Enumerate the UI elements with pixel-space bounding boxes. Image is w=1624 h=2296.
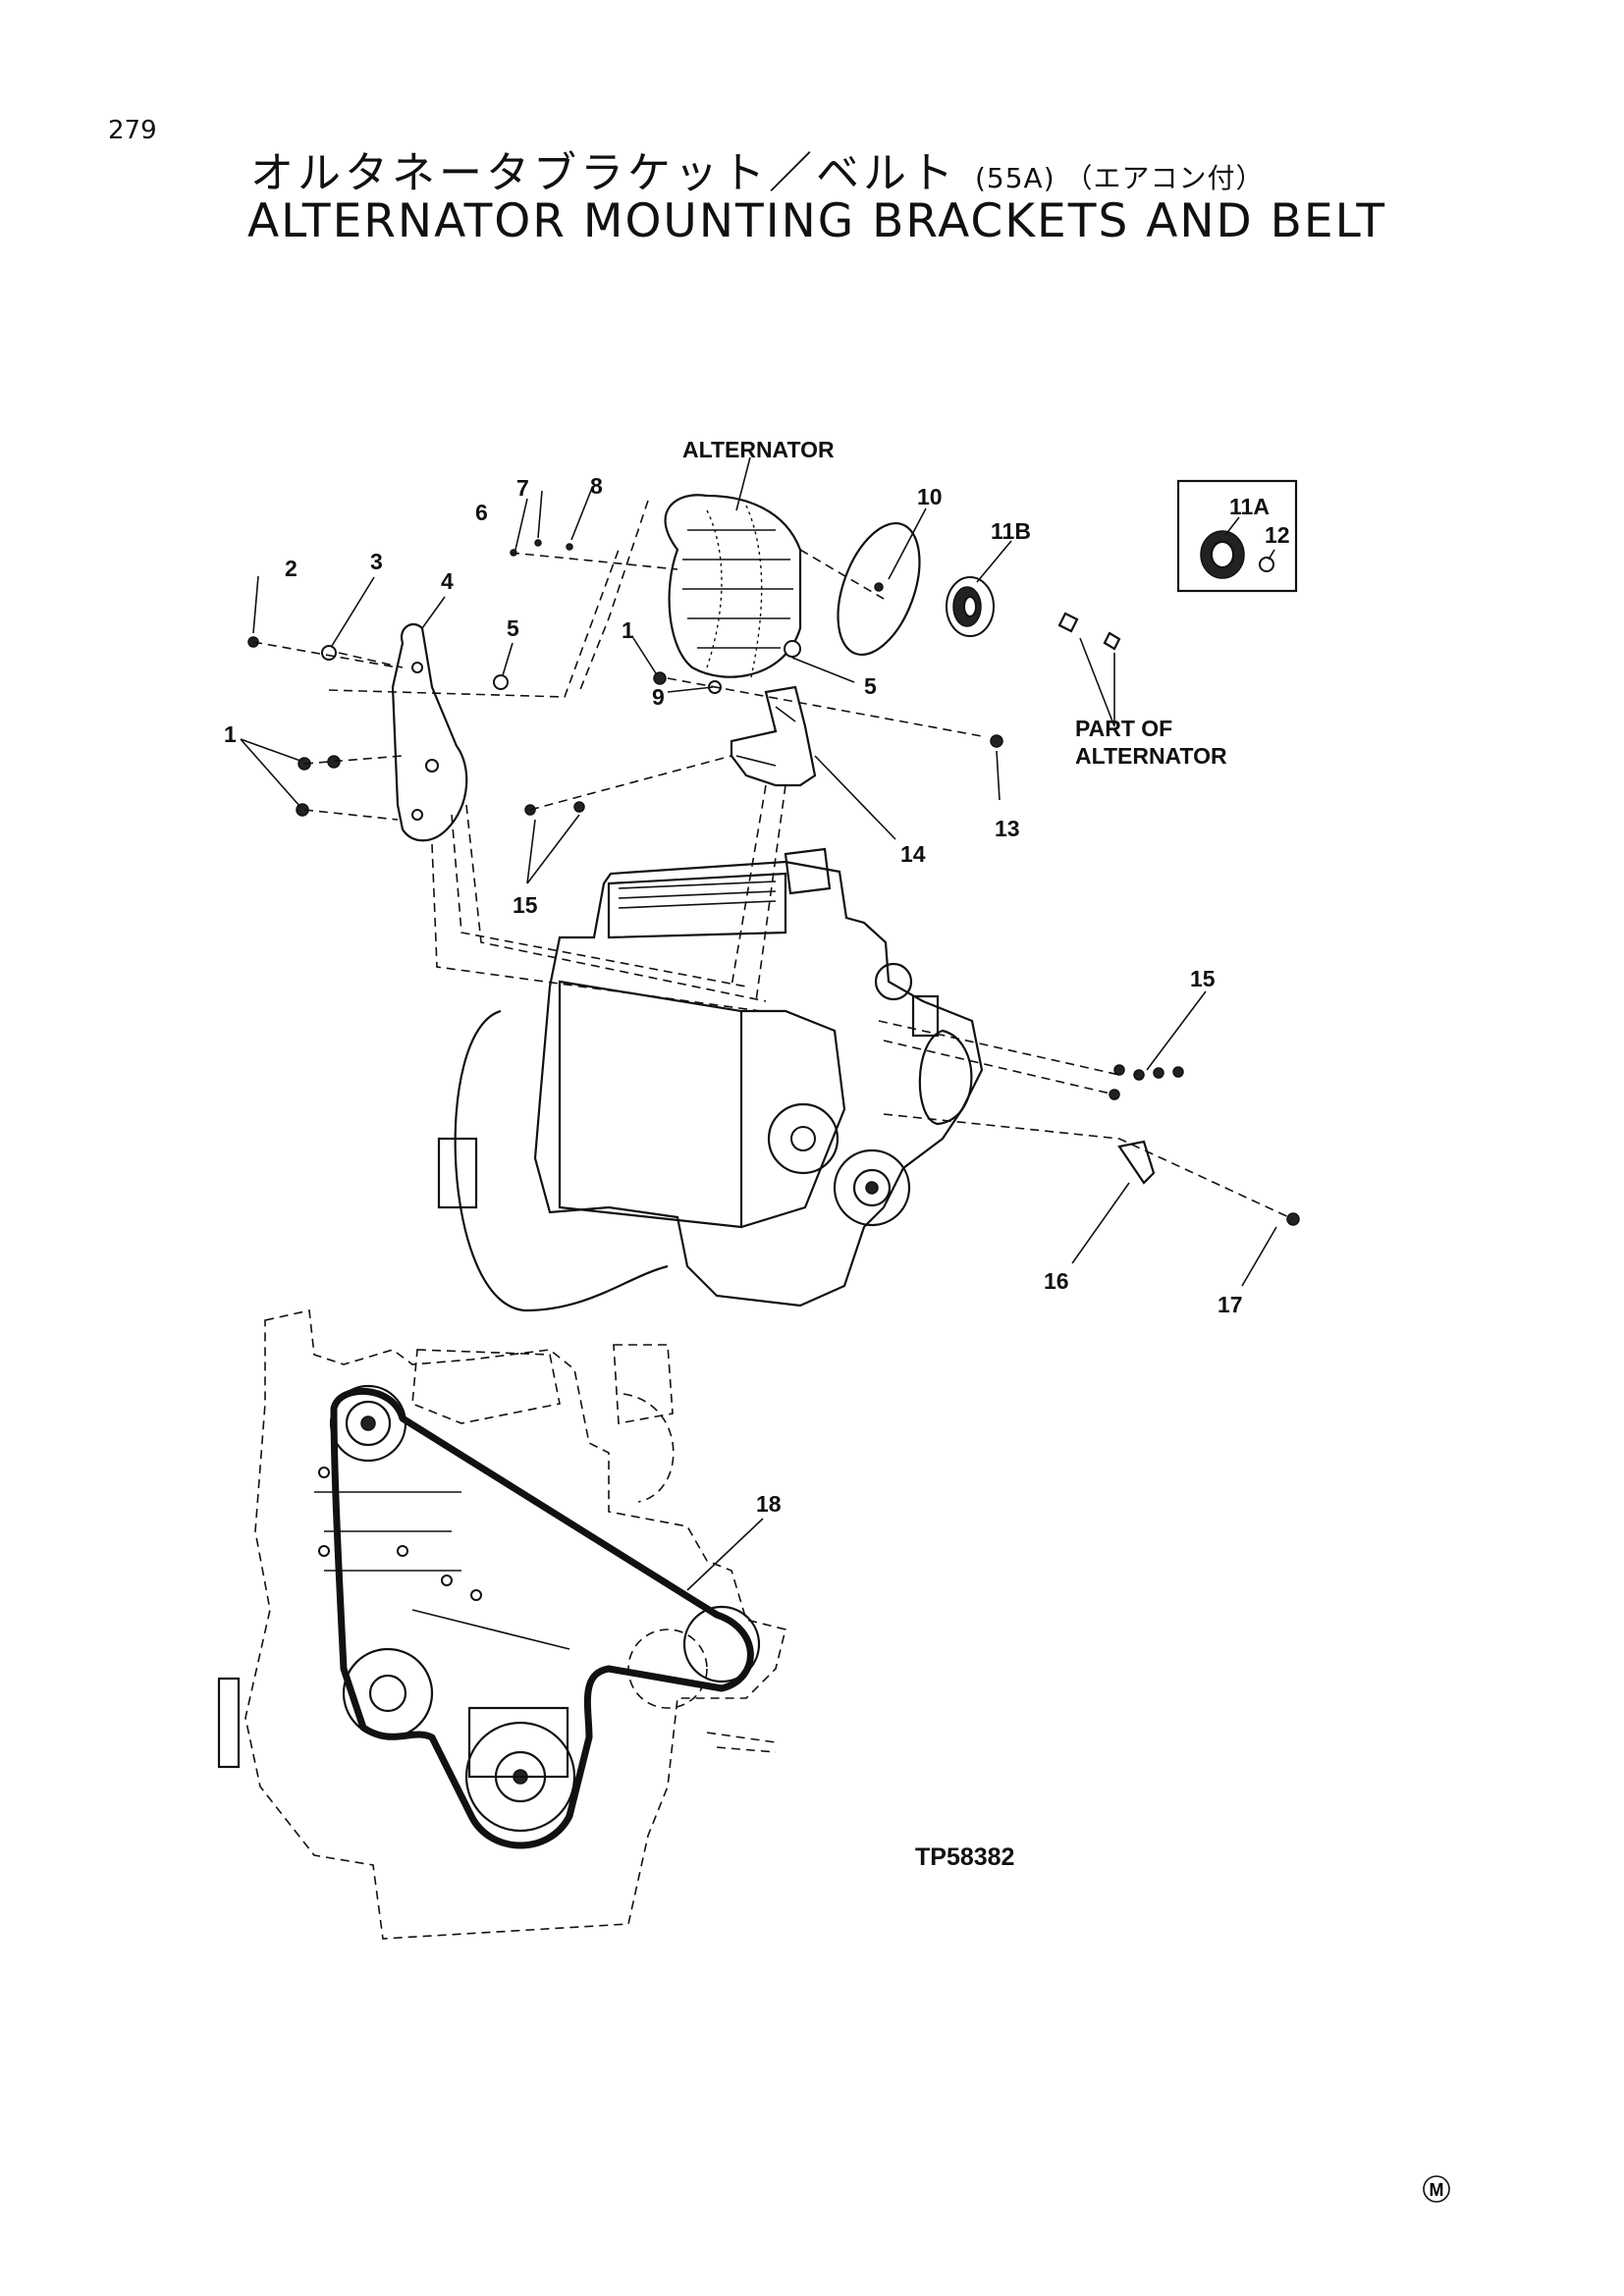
pulley-inset-box <box>1176 479 1298 593</box>
callout-15a: 15 <box>513 892 538 918</box>
bracket-14 <box>730 685 817 787</box>
pulley-11b <box>946 576 995 637</box>
fan-disc <box>837 521 921 657</box>
engine-outlet <box>874 962 913 1001</box>
label-alternator: ALTERNATOR <box>682 437 835 462</box>
engine-pulley-1 <box>767 1102 839 1175</box>
figure-code: TP58382 <box>915 1843 1014 1871</box>
callout-6: 6 <box>475 500 488 525</box>
callout-10: 10 <box>917 484 943 509</box>
alternator-nuts <box>1057 612 1121 727</box>
callout-3: 3 <box>370 549 383 574</box>
callout-4: 4 <box>441 568 454 594</box>
callout-11b: 11B <box>991 518 1031 544</box>
bracket-4 <box>391 622 468 842</box>
callout-1a: 1 <box>224 721 237 747</box>
callout-5a: 5 <box>507 615 519 641</box>
title-japanese-main: オルタネータブラケット／ベルト <box>250 148 957 198</box>
engine-pulley-2 <box>833 1148 911 1227</box>
callout-15b: 15 <box>1190 966 1216 991</box>
callout-13: 13 <box>995 816 1020 841</box>
title-japanese-suffix: (55A) （エアコン付） <box>975 162 1265 194</box>
callout-11a: 11A <box>1229 494 1270 519</box>
callout-16: 16 <box>1044 1268 1069 1294</box>
callout-18: 18 <box>756 1491 782 1517</box>
leader-lines <box>240 456 1277 1591</box>
alternator <box>578 494 885 693</box>
callout-5b: 5 <box>864 673 877 699</box>
page-number: 279 <box>108 116 157 145</box>
drive-belt <box>330 1387 754 1849</box>
callout-1b: 1 <box>622 617 634 643</box>
callout-14: 14 <box>900 841 926 867</box>
dashed-assembly-lines <box>252 549 1294 1220</box>
callout-8: 8 <box>590 473 603 499</box>
circled-m-letter: M <box>1430 2180 1444 2200</box>
circled-m-mark: M <box>1423 2175 1450 2203</box>
callout-17: 17 <box>1218 1292 1243 1317</box>
belt-view-engine <box>217 1309 786 1940</box>
callout-12: 12 <box>1265 522 1290 548</box>
label-part-of: PART OF <box>1075 716 1172 741</box>
engine-mount <box>437 1137 478 1209</box>
title-japanese: オルタネータブラケット／ベルト (55A) （エアコン付） <box>250 137 1265 200</box>
title-english: ALTERNATOR MOUNTING BRACKETS AND BELT <box>247 194 1387 248</box>
label-part-of-alternator: ALTERNATOR <box>1075 743 1227 769</box>
callout-7: 7 <box>516 475 529 501</box>
engine-block <box>437 847 984 1312</box>
callout-2: 2 <box>285 556 298 581</box>
part-16-link <box>1117 1140 1156 1185</box>
callout-9: 9 <box>652 684 665 710</box>
